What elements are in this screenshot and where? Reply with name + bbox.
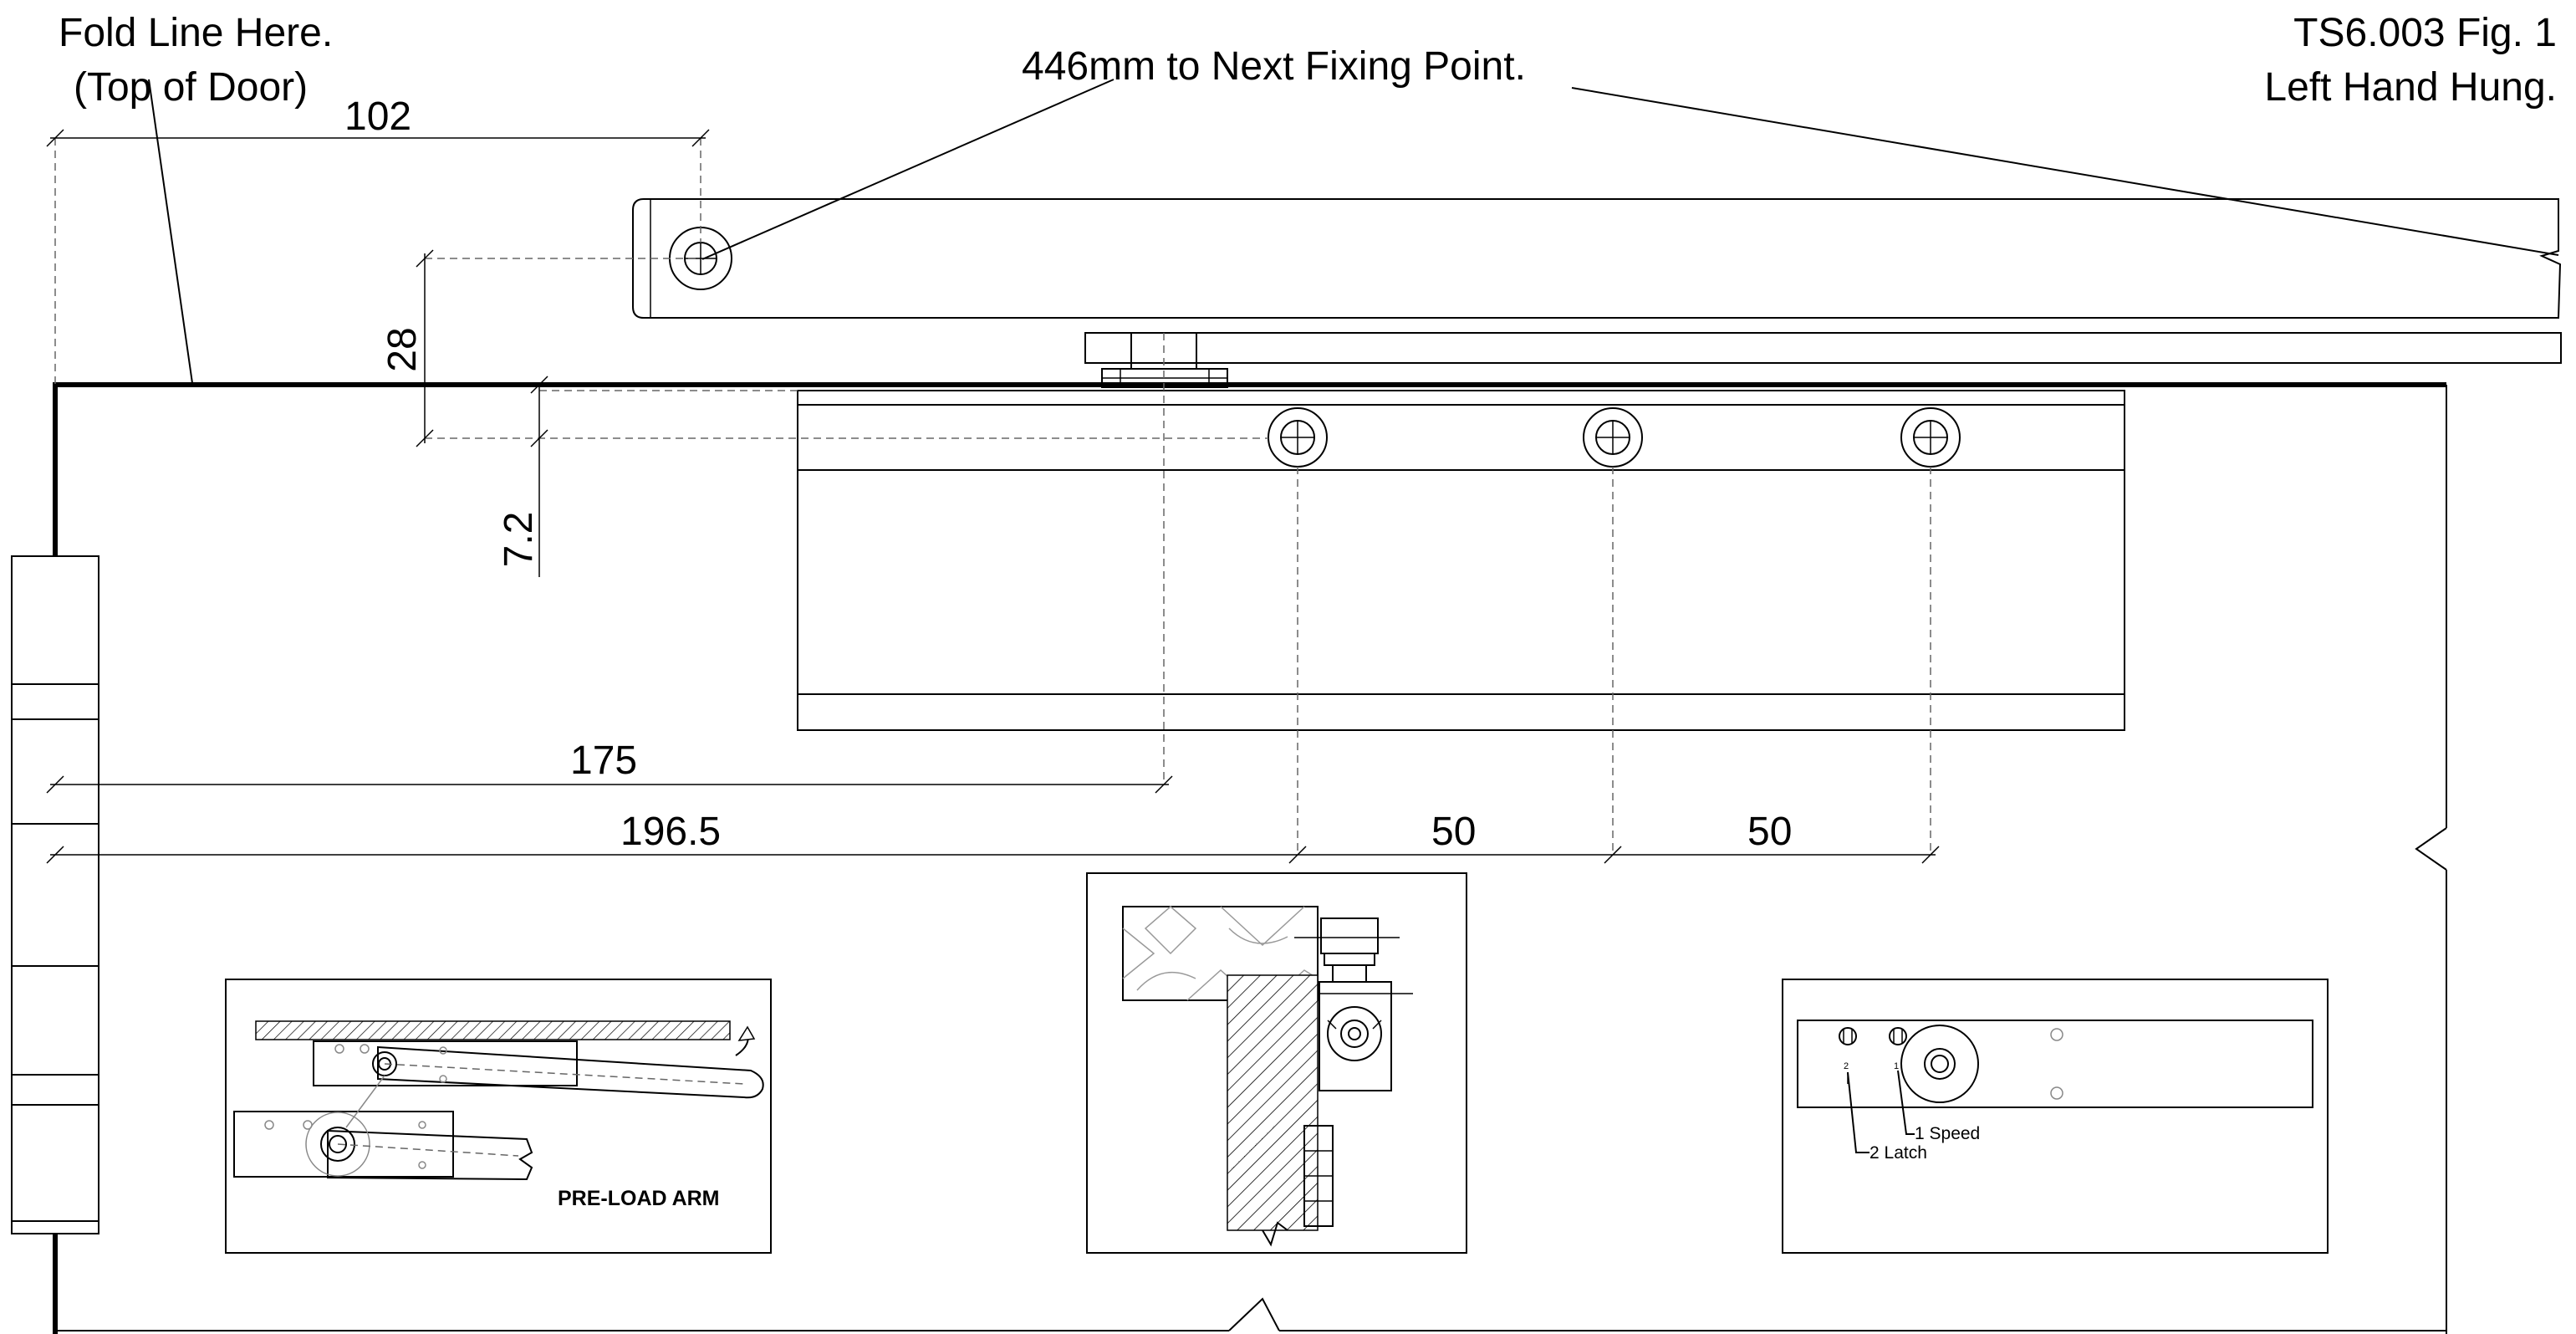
fold-note-line1: Fold Line Here.: [59, 11, 333, 55]
dim-196-5: 196.5: [620, 810, 721, 854]
dimension-lines: [46, 129, 1940, 864]
dim-28: 28: [380, 327, 425, 371]
dim-7-2: 7.2: [497, 512, 541, 568]
slide-track: [1084, 332, 2562, 388]
latch-label: 2 Latch: [1870, 1143, 1927, 1163]
dim-175: 175: [570, 739, 637, 783]
valve-mark-1: 1: [1894, 1061, 1899, 1071]
inset-valve-adjustment: 1 2 1 Speed 2 Latch: [1782, 979, 2329, 1254]
dim-50-first: 50: [1431, 810, 1476, 854]
inset-preload-arm: PRE-LOAD ARM: [225, 979, 772, 1254]
dim-50-second: 50: [1747, 810, 1792, 854]
door-hinge: [11, 555, 99, 1234]
closer-body: [797, 390, 2125, 731]
fixing-point-note: 446mm to Next Fixing Point.: [1022, 44, 1526, 89]
figure-subtitle: Left Hand Hung.: [2264, 65, 2557, 110]
valve-mark-2: 2: [1844, 1061, 1849, 1071]
dim-102: 102: [344, 95, 411, 139]
speed-label: 1 Speed: [1915, 1124, 1980, 1143]
preload-arm-label: PRE-LOAD ARM: [558, 1187, 720, 1210]
figure-title: TS6.003 Fig. 1: [2293, 11, 2557, 55]
fixing-hole-3: [1900, 407, 1961, 468]
fixing-hole-2: [1583, 407, 1643, 468]
inset-section-detail: [1086, 872, 1467, 1254]
fold-note-line2: (Top of Door): [74, 65, 308, 110]
closer-arm: [632, 198, 2562, 319]
fixing-hole-1: [1268, 407, 1328, 468]
leader-lines: [148, 79, 2559, 384]
